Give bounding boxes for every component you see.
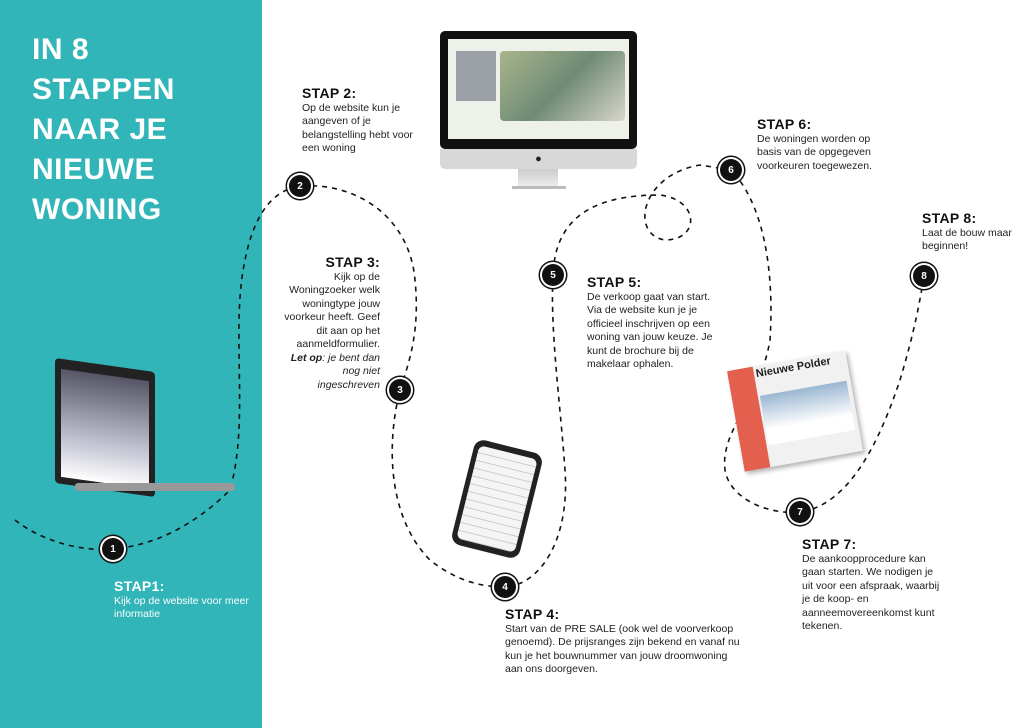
step-6: STAP 6: De woningen worden op basis van … (757, 116, 887, 173)
step-4-text: Start van de PRE SALE (ook wel de voorve… (505, 622, 740, 676)
step-7-text: De aankoopprocedure kan gaan starten. We… (802, 552, 940, 633)
step-1-title: STAP1: (114, 578, 165, 594)
step-marker-5: 5 (542, 264, 564, 286)
step-marker-4: 4 (494, 576, 516, 598)
step-7-title: STAP 7: (802, 536, 857, 552)
teal-side-panel (0, 0, 262, 728)
step-3-text: Kijk op de Woningzoeker welk woningtype … (284, 270, 380, 351)
step-7: STAP 7: De aankoopprocedure kan gaan sta… (802, 536, 942, 634)
step-8-title: STAP 8: (922, 210, 977, 226)
step-5: STAP 5: De verkoop gaat van start. Via d… (587, 274, 717, 372)
step-8-text: Laat de bouw maar beginnen! (922, 226, 1012, 253)
step-2-title: STAP 2: (302, 85, 357, 101)
apple-logo-icon: ● (440, 149, 637, 169)
step-3-title: STAP 3: (325, 254, 380, 270)
step-3: STAP 3: Kijk op de Woningzoeker welk won… (280, 254, 380, 392)
step-4: STAP 4: Start van de PRE SALE (ook wel d… (505, 606, 740, 677)
brochure-image: Nieuwe Polder (727, 350, 863, 472)
step-2: STAP 2: Op de website kun je aangeven of… (302, 85, 427, 156)
step-marker-8: 8 (913, 265, 935, 287)
step-marker-2: 2 (289, 175, 311, 197)
step-4-title: STAP 4: (505, 606, 560, 622)
step-1-text: Kijk op de website voor meer informatie (114, 594, 249, 621)
step-marker-3: 3 (389, 379, 411, 401)
step-marker-7: 7 (789, 501, 811, 523)
step-3-note-text: : je bent dan nog niet ingeschreven (317, 351, 380, 391)
step-5-text: De verkoop gaat van start. Via de websit… (587, 290, 713, 371)
step-6-title: STAP 6: (757, 116, 812, 132)
step-3-note-label: Let op (290, 351, 323, 364)
step-marker-6: 6 (720, 159, 742, 181)
step-6-text: De woningen worden op basis van de opgeg… (757, 132, 872, 172)
step-2-text: Op de website kun je aangeven of je bela… (302, 101, 413, 155)
monitor-image: ● (440, 31, 637, 191)
laptop-image (55, 357, 235, 498)
step-8: STAP 8: Laat de bouw maar beginnen! (922, 210, 1022, 254)
step-1: STAP1: Kijk op de website voor meer info… (114, 578, 254, 622)
page-title: IN 8 STAPPEN NAAR JE NIEUWE WONING (32, 33, 175, 226)
step-marker-1: 1 (102, 538, 124, 560)
step-5-title: STAP 5: (587, 274, 642, 290)
